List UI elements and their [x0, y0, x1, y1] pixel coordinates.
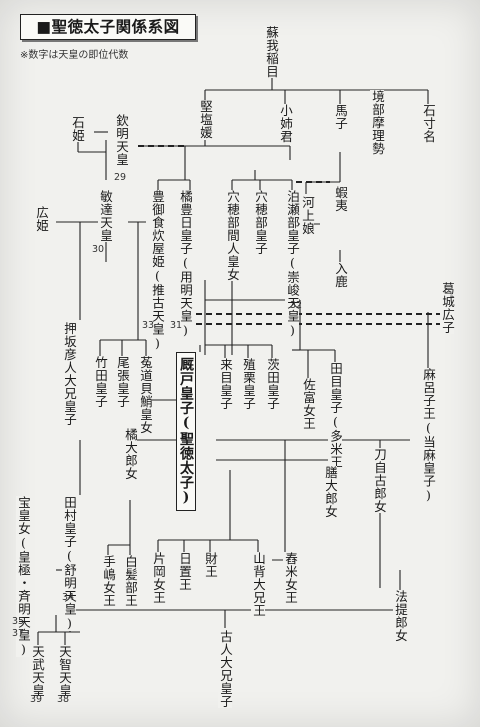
person-umayado: 厩戸皇子(聖徳太子) — [176, 352, 196, 511]
person-sato: 佐富女王 — [301, 378, 316, 430]
person-toji-koiratsume: 刀自古郎女 — [372, 448, 387, 513]
person-katsuragi: 葛城広子 — [440, 282, 455, 334]
person-shirakabe: 白髪部王 — [123, 555, 138, 607]
person-oshisaka: 押坂彦人大兄皇子 — [62, 322, 77, 426]
person-suiko: 豊御食炊屋姫(推古天皇) — [150, 190, 165, 351]
person-kitashi-hime: 堅塩媛 — [198, 100, 213, 139]
diagram-title: ■聖徳太子関係系図 — [20, 14, 196, 40]
person-takeda: 竹田皇子 — [93, 356, 108, 408]
reign-number-suiko: 33 — [142, 320, 155, 331]
person-eguri: 殖栗皇子 — [241, 358, 256, 410]
reign-number-sushun: 32 — [290, 300, 303, 311]
person-umako: 馬子 — [333, 104, 348, 130]
person-tenaga: 手嶋女王 — [101, 555, 116, 607]
person-mamuta: 茨田皇子 — [265, 358, 280, 410]
reign-number-yomei: 31 — [170, 320, 183, 331]
person-anahobe: 穴穂部皇子 — [253, 190, 268, 255]
person-hokiki: 法提郎女 — [393, 590, 408, 642]
person-kume: 来目皇子 — [218, 358, 233, 410]
person-kinmei: 欽明天皇 — [114, 114, 129, 166]
person-iruka: 入鹿 — [333, 262, 348, 288]
person-ishi-sunna: 石寸名 — [421, 104, 436, 143]
person-bidatsu: 敏達天皇 — [98, 190, 113, 242]
reign-number-kinmei: 29 — [114, 172, 127, 183]
person-tsukishine: 舂米女王 — [283, 552, 298, 604]
person-tenmu: 天武天皇 — [30, 645, 45, 697]
person-soga-iname: 蘇我稲目 — [264, 26, 279, 78]
person-tachibana: 橘大郎女 — [123, 428, 138, 480]
person-yomei: 橘豊日皇子(用明天皇) — [178, 190, 193, 338]
person-owari: 尾張皇子 — [115, 356, 130, 408]
person-hioki: 日置王 — [177, 552, 192, 591]
reign-number-jomei: 34 — [62, 592, 75, 603]
person-furuhito: 古人大兄皇子 — [218, 630, 233, 708]
person-uji-kaitako: 菟道貝鮹皇女 — [138, 356, 153, 434]
person-hiro-hime: 広姫 — [34, 206, 49, 232]
person-kashiwade: 膳大郎女 — [323, 466, 338, 518]
person-tame: 田目皇子(多米王) — [328, 362, 343, 484]
reign-number-bidatsu: 30 — [92, 244, 105, 255]
person-sakaibe-marise: 境部摩理勢 — [370, 90, 385, 155]
person-yamashiro: 山背大兄王 — [251, 552, 266, 617]
person-hatsusebe: 泊瀬部皇子(崇峻天皇) — [285, 190, 300, 338]
diagram-note: ※数字は天皇の即位代数 — [20, 50, 129, 61]
person-tamura: 田村皇子(舒明天皇) — [62, 496, 77, 631]
person-takara-o: 財王 — [203, 552, 218, 578]
person-ishi-hime: 石姫 — [70, 116, 85, 142]
person-takara: 宝皇女(皇極・斉明天皇) — [16, 496, 31, 657]
person-anahobe-hashihito: 穴穂部間人皇女 — [225, 190, 240, 281]
reign-number-kogyoku: 35 — [12, 616, 25, 627]
reign-number-tenji: 38 — [57, 694, 70, 705]
person-maro: 麻呂子王(当麻皇子) — [421, 368, 436, 503]
reign-number-tenmu: 39 — [30, 694, 43, 705]
person-emishi: 蝦夷 — [333, 186, 348, 212]
person-kataoka: 片岡女王 — [151, 552, 166, 604]
reign-number-saimei: 37 — [12, 628, 25, 639]
person-tenji: 天智天皇 — [57, 645, 72, 697]
person-oane-gimi: 小姉君 — [278, 104, 293, 143]
person-kawakami: 河上娘 — [300, 196, 315, 235]
